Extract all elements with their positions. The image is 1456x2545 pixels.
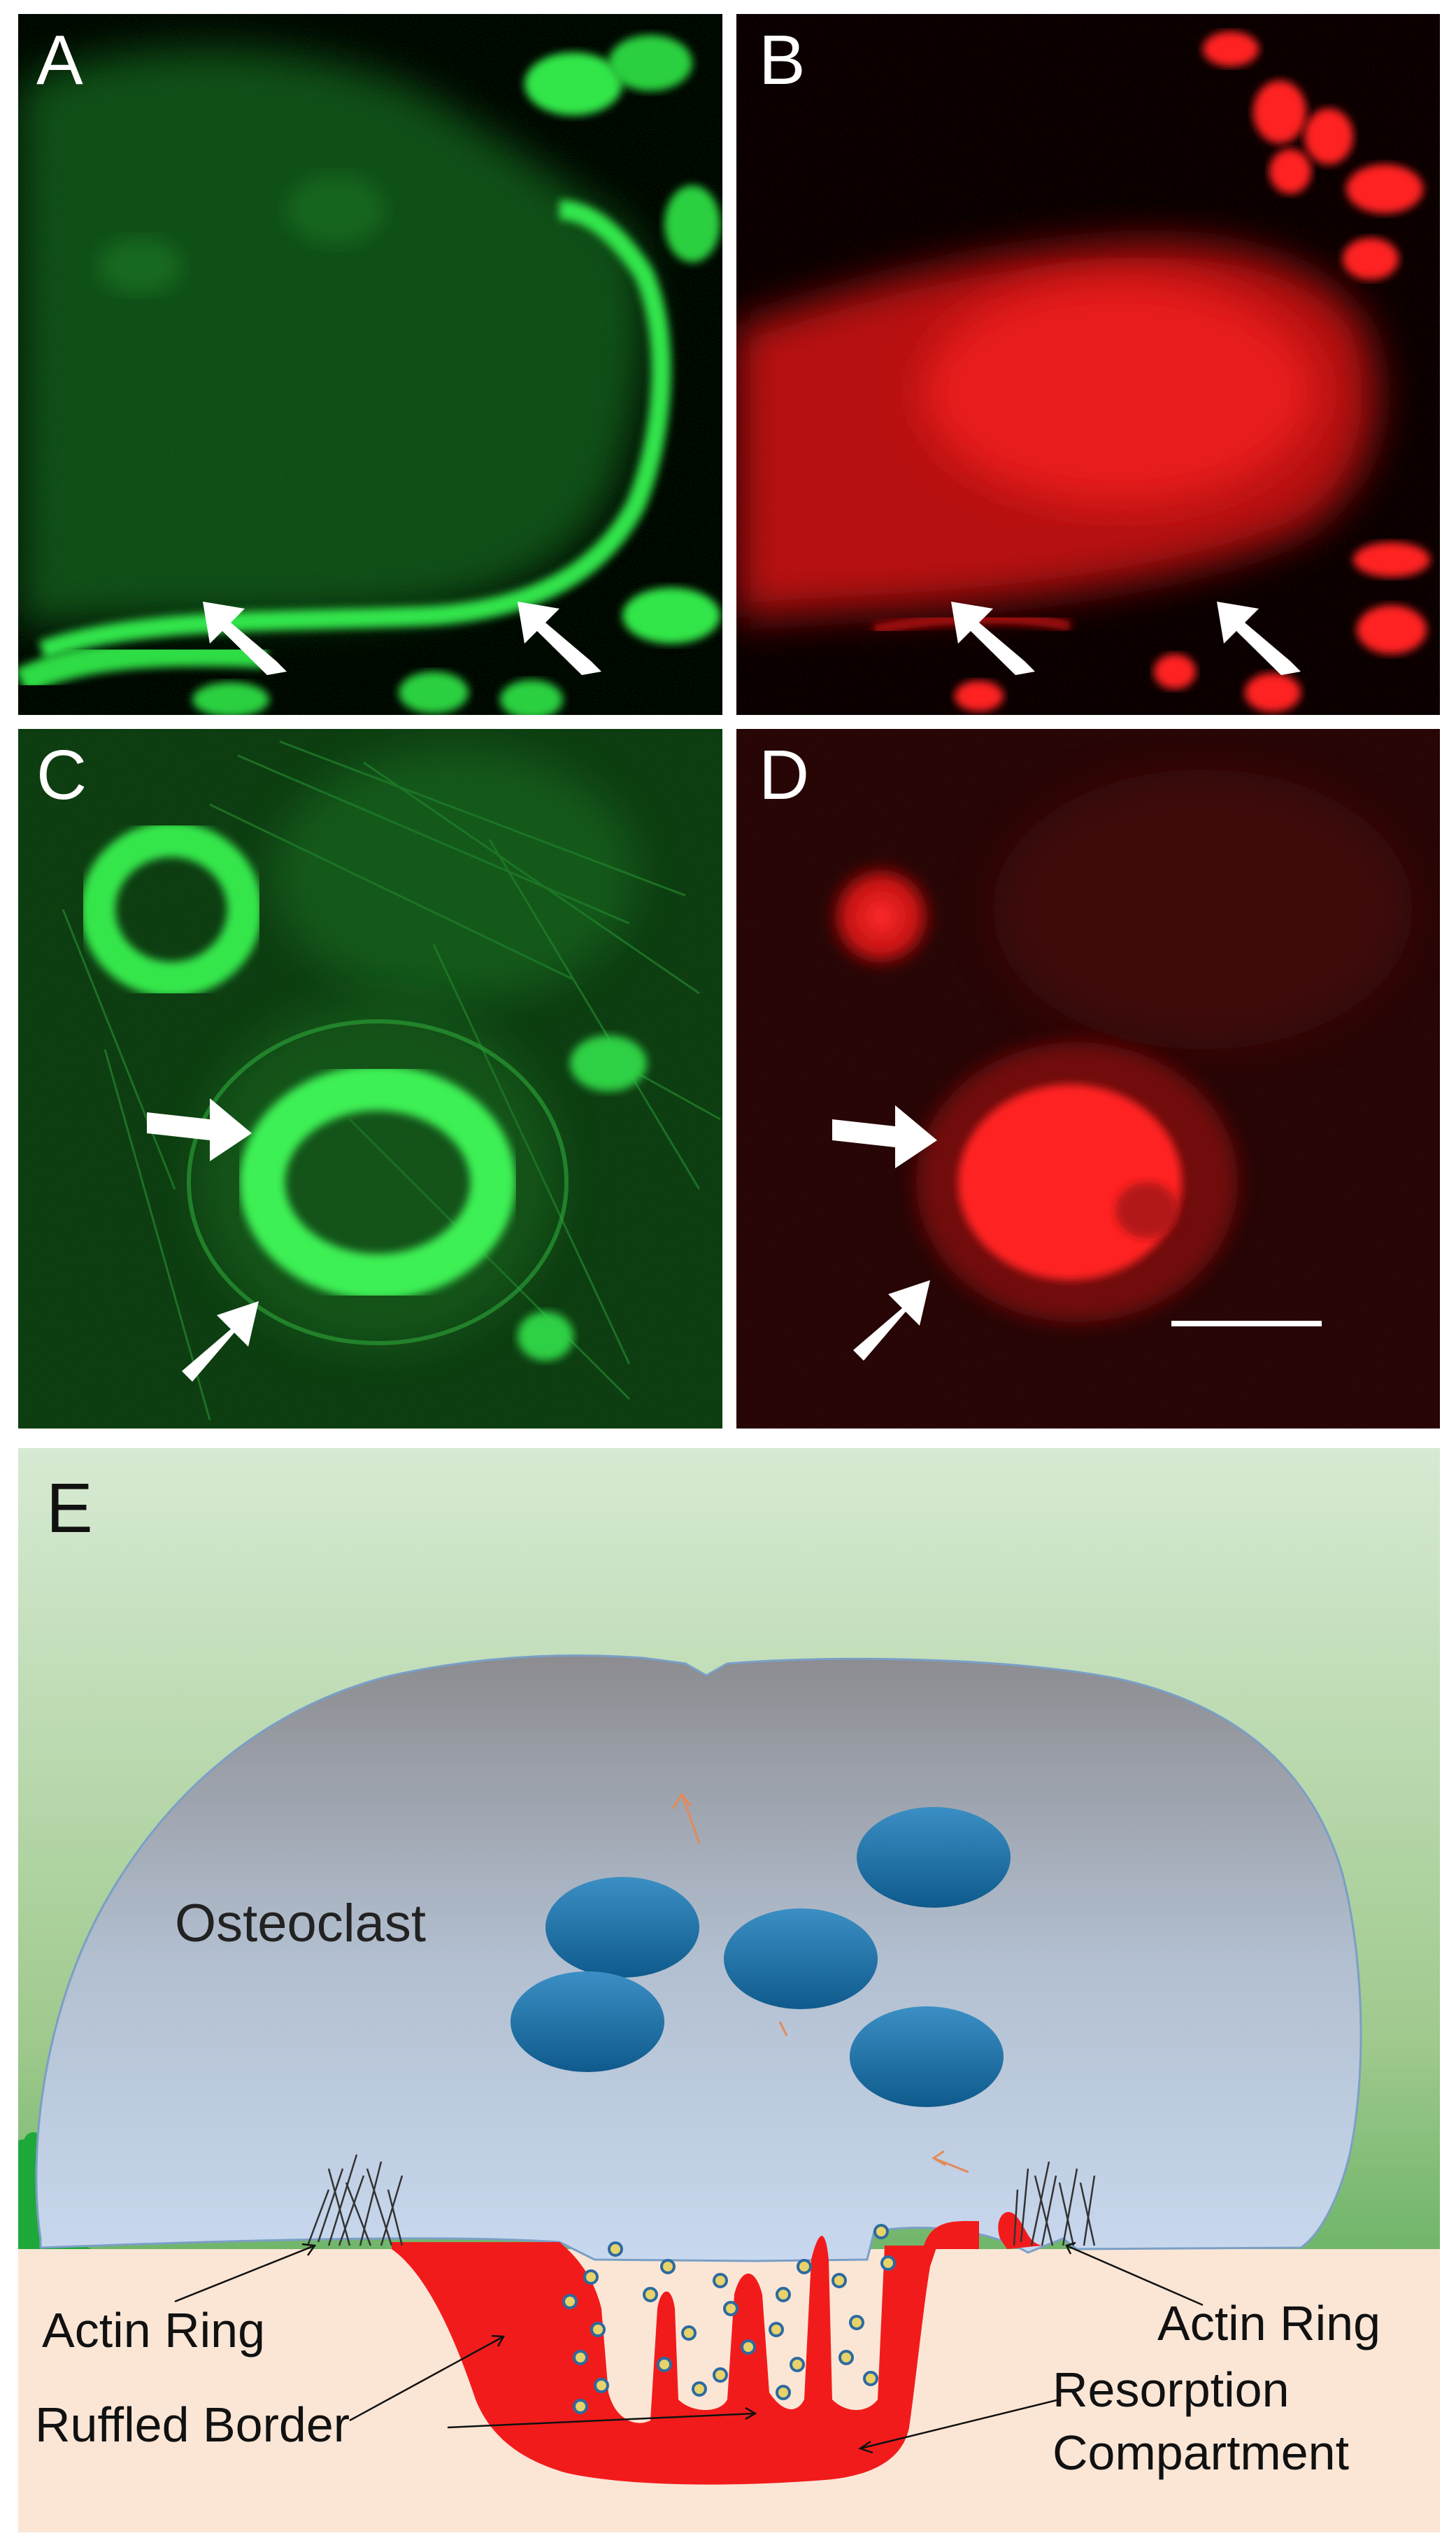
actin-ring-filaments-left — [306, 2154, 404, 2246]
panel-a-letter: A — [36, 21, 83, 99]
osteoclast-label: Osteoclast — [175, 1894, 426, 1953]
arrow-icon — [951, 602, 1301, 675]
panel-e-letter: E — [46, 1469, 93, 1547]
nuclei — [511, 1807, 1011, 2107]
micrograph-panel-d: D — [736, 729, 1440, 1429]
arrow-icon — [203, 602, 601, 675]
schematic-panel-e: E Osteoclast Actin Ring Actin Ring Ruffl… — [18, 1448, 1440, 2532]
resorption-label-line1: Resorption — [1052, 2362, 1290, 2417]
arrow-icon — [832, 1105, 937, 1361]
panel-b-letter: B — [759, 21, 806, 99]
arrow-icon — [147, 1098, 259, 1382]
panel-d-letter: D — [759, 736, 809, 814]
micrograph-panel-b: B — [736, 14, 1440, 715]
panel-c-letter: C — [36, 736, 87, 814]
scale-bar — [1171, 1321, 1322, 1326]
micrograph-panel-a: A — [18, 14, 722, 715]
actin-ring-left-label: Actin Ring — [42, 2303, 265, 2358]
micrograph-panel-c: C — [18, 729, 722, 1429]
actin-ring-filaments-right — [1013, 2161, 1096, 2246]
resorption-label-line2: Compartment — [1052, 2425, 1349, 2480]
actin-ring-right-label: Actin Ring — [1157, 2296, 1380, 2351]
leader-lines — [174, 2241, 1204, 2454]
ruffled-border-label: Ruffled Border — [35, 2397, 350, 2452]
vesicle-markers — [562, 2224, 896, 2414]
